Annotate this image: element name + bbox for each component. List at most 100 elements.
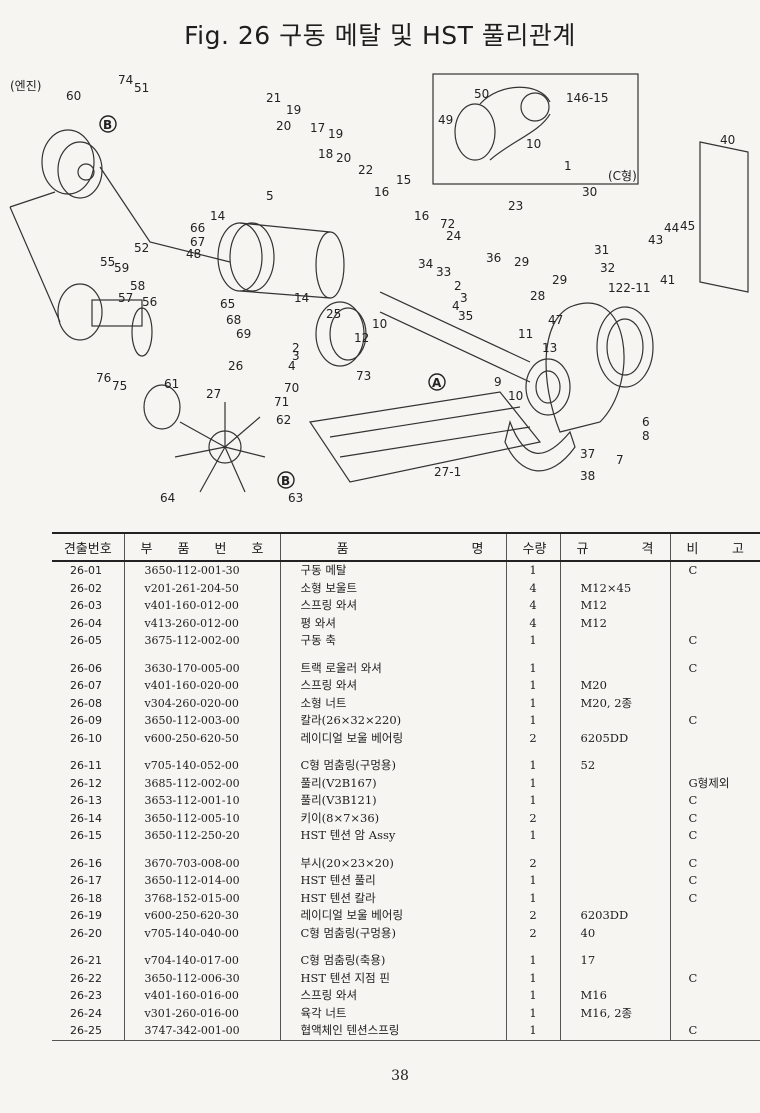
cell-spec xyxy=(559,712,670,730)
callout: 122-11 xyxy=(608,281,651,295)
cell-qty: 1 xyxy=(505,827,560,845)
cell-part: 3675-112-002-00 xyxy=(123,632,280,650)
callout: 37 xyxy=(580,447,595,461)
callout: 71 xyxy=(274,395,289,409)
cell-part: v401-160-016-00 xyxy=(123,987,280,1005)
callout: 5 xyxy=(266,189,274,203)
cell-part: v600-250-620-50 xyxy=(123,729,280,747)
callout: 20 xyxy=(276,119,291,133)
cell-no: 26-16 xyxy=(70,856,102,870)
cell-note: C xyxy=(669,844,760,872)
cell-qty: 1 xyxy=(505,987,560,1005)
callout: 24 xyxy=(446,229,461,243)
cell-qty: 1 xyxy=(505,747,560,775)
callout: 58 xyxy=(130,279,145,293)
cell-note xyxy=(669,924,760,942)
callout: 27-1 xyxy=(434,465,461,479)
cell-name: 부시(20×23×20) xyxy=(279,844,506,872)
callout: 33 xyxy=(436,265,451,279)
cell-note xyxy=(669,579,760,597)
callout: 22 xyxy=(358,163,373,177)
callout: 76 xyxy=(96,371,111,385)
callout: 52 xyxy=(134,241,149,255)
callout: 59 xyxy=(114,261,129,275)
cell-spec: 6203DD xyxy=(559,907,670,925)
cell-no: 26-11 xyxy=(70,759,102,772)
badge-a: A xyxy=(432,376,442,390)
cell-spec xyxy=(559,792,670,810)
cell-qty: 2 xyxy=(505,924,560,942)
callout: 15 xyxy=(396,173,411,187)
cell-part: 3653-112-001-10 xyxy=(123,792,280,810)
callout: 29 xyxy=(514,255,529,269)
badge-b: B xyxy=(103,118,112,132)
cell-qty: 1 xyxy=(505,792,560,810)
callout: 48 xyxy=(186,247,201,261)
cell-name: HST 텐션 풀리 xyxy=(279,872,506,890)
cell-name: HST 텐션 지점 핀 xyxy=(279,969,506,987)
callout: 68 xyxy=(226,313,241,327)
cell-qty: 2 xyxy=(505,809,560,827)
cell-note: G형제외 xyxy=(669,774,760,792)
cell-part: v301-260-016-00 xyxy=(123,1004,280,1022)
cell-spec xyxy=(559,872,670,890)
callout: 28 xyxy=(530,289,545,303)
cell-note xyxy=(669,694,760,712)
callout: 3 xyxy=(292,349,300,363)
diagram-svg: (엔진) (C형) 60 74 51 21 19 20 17 19 18 20 … xyxy=(9,73,749,505)
cell-spec: M12 xyxy=(559,614,670,632)
callout: 51 xyxy=(134,81,149,95)
cell-no: 26-20 xyxy=(70,926,102,940)
engine-label: (엔진) xyxy=(10,79,41,93)
cell-qty: 1 xyxy=(505,561,560,580)
cell-part: v401-160-020-00 xyxy=(123,677,280,695)
cell-qty: 1 xyxy=(505,872,560,890)
callout: 1 xyxy=(564,159,572,173)
callout: 7 xyxy=(616,453,624,467)
cell-no: 26-10 xyxy=(70,731,102,745)
cell-spec xyxy=(559,844,670,872)
cell-note: C xyxy=(669,792,760,810)
cell-qty: 1 xyxy=(505,694,560,712)
callout: 16 xyxy=(374,185,389,199)
callout: 10 xyxy=(508,389,523,403)
callout: 40 xyxy=(720,133,735,147)
callout: 29 xyxy=(552,273,567,287)
cell-qty: 1 xyxy=(505,1022,560,1041)
cell-name: 협액체인 텐션스프링 xyxy=(279,1022,506,1041)
callout: 55 xyxy=(100,255,115,269)
cell-no: 26-01 xyxy=(70,564,102,577)
cell-qty: 1 xyxy=(505,1004,560,1022)
cell-no: 26-03 xyxy=(70,599,102,612)
callout: 47 xyxy=(548,313,563,327)
cell-name: 풀리(V3B121) xyxy=(279,792,506,810)
cell-part: v705-140-040-00 xyxy=(123,924,280,942)
cell-part: v705-140-052-00 xyxy=(123,747,280,775)
cell-note xyxy=(669,729,760,747)
cell-no: 26-04 xyxy=(70,616,102,630)
cell-spec: M16 xyxy=(559,987,670,1005)
callout: 31 xyxy=(594,243,609,257)
cell-no: 26-23 xyxy=(70,989,102,1002)
callout: 30 xyxy=(582,185,597,199)
cell-qty: 1 xyxy=(505,942,560,970)
callout: 75 xyxy=(112,379,127,393)
cell-note xyxy=(669,987,760,1005)
cell-qty: 1 xyxy=(505,889,560,907)
cell-note xyxy=(669,1004,760,1022)
callout: 66 xyxy=(190,221,205,235)
cell-no: 26-18 xyxy=(70,891,102,905)
